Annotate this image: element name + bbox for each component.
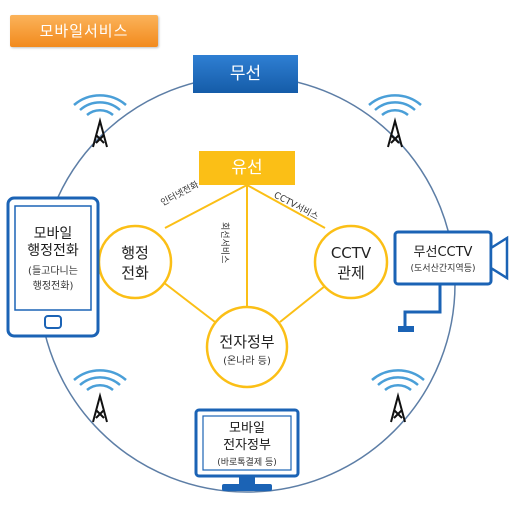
smartphone-icon: [6, 196, 100, 338]
node-cctv-control-line1: CCTV: [330, 244, 372, 262]
page-title: 모바일서비스: [10, 15, 158, 47]
node-cctv-control-line2: 관제: [337, 264, 365, 282]
mobile-phone-sub1: (들고다니는: [28, 266, 78, 277]
cctv-camera-icon: [393, 230, 509, 332]
node-egov: [205, 305, 289, 389]
node-cctv-control: [313, 224, 389, 300]
antenna-tower-icon: [73, 369, 127, 423]
edge-phone-egov: [162, 281, 216, 323]
node-admin-phone-label: 행정 전화: [105, 243, 165, 283]
antenna-tower-icon: [73, 94, 127, 148]
edge-label-line-service: 회선서비스: [219, 222, 229, 264]
mobile-egov-line1: 모바일: [229, 421, 265, 436]
mobile-phone-sub2: 행정전화): [32, 281, 74, 292]
node-egov-sub: (온나라 등): [223, 356, 271, 367]
node-egov-line1: 전자정부: [219, 333, 275, 351]
mobile-phone-line2: 행정전화: [27, 243, 79, 259]
wireless-box: 무선: [193, 55, 298, 93]
mobile-egov-label: 모바일 전자정부 (바로톡결제 등): [203, 420, 291, 468]
wireless-cctv-sub: (도서산간지역등): [410, 264, 476, 274]
mobile-phone-label: 모바일 행정전화 (들고다니는 행정전화): [15, 226, 91, 292]
wireless-cctv-line1: 무선CCTV: [413, 245, 473, 260]
antenna-tower-icon: [368, 94, 422, 148]
node-egov-label: 전자정부 (온나라 등): [207, 332, 287, 367]
edge-internet-phone: [164, 184, 248, 229]
node-cctv-control-label: CCTV 관제: [316, 243, 386, 283]
mobile-phone-line1: 모바일: [33, 226, 73, 242]
mobile-egov-sub: (바로톡결제 등): [217, 458, 277, 468]
edge-cctv-egov: [279, 281, 331, 323]
node-admin-phone-line1: 행정: [121, 244, 149, 262]
antenna-tower-icon: [371, 369, 425, 423]
edge-cctv-service: [246, 184, 326, 229]
node-admin-phone-line2: 전화: [121, 264, 149, 282]
wireless-cctv-label: 무선CCTV (도서산간지역등): [397, 244, 489, 274]
wired-box: 유선: [199, 151, 295, 185]
monitor-icon: [194, 408, 300, 491]
mobile-egov-line2: 전자정부: [223, 438, 271, 453]
